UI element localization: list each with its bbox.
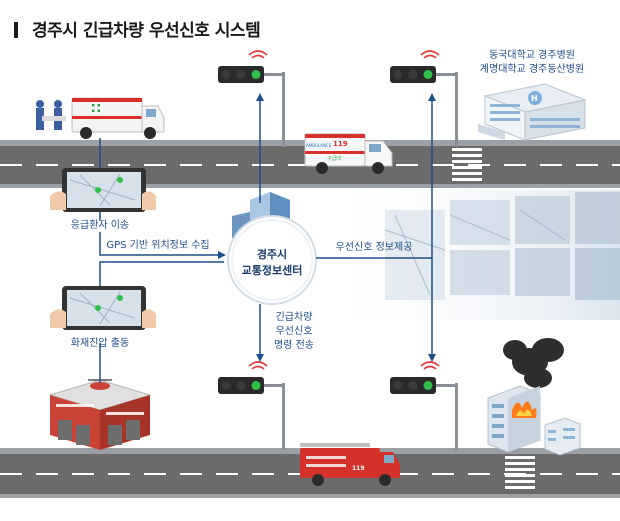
label-fire-dispatch: 화재진압 출동 xyxy=(71,336,129,349)
label-command-line2: 우선신호 xyxy=(276,325,313,337)
label-hospital-line1: 동국대학교 경주병원 xyxy=(489,48,575,61)
ambulance-word: 구급대 xyxy=(327,155,341,162)
ambulance-patient-pickup xyxy=(36,97,165,139)
label-hospital-line2: 계명대학교 경주동산병원 xyxy=(480,62,584,75)
tablet-gps-bottom xyxy=(50,286,156,330)
label-gps-info: GPS 기반 위치정보 수집 xyxy=(106,238,209,251)
center-label-line2: 교통정보센터 xyxy=(242,263,303,277)
label-signal-info: 우선신호 정보제공 xyxy=(336,241,413,253)
wireless-icon xyxy=(248,50,268,59)
top-crosswalk xyxy=(452,148,482,181)
helipad-h: H xyxy=(531,94,538,103)
traffic-signal-top-left xyxy=(218,50,285,147)
traffic-signal-bottom-right xyxy=(390,361,458,450)
fire-station-building xyxy=(48,379,152,450)
traffic-signal-top-right xyxy=(390,50,458,147)
label-command-line1: 긴급차량 xyxy=(276,311,313,323)
paramedic-figures xyxy=(36,100,66,130)
wireless-icon xyxy=(420,361,440,370)
wireless-icon xyxy=(420,50,440,59)
flow-arrows xyxy=(99,93,436,383)
wireless-icon xyxy=(248,361,268,370)
bottom-crosswalk xyxy=(505,456,535,489)
tablet-gps-top xyxy=(50,168,156,212)
hospital-building: H xyxy=(478,83,587,141)
fire-truck: 119 xyxy=(300,443,400,486)
ambulance-number: 119 xyxy=(333,140,348,148)
fire-flames xyxy=(512,401,537,418)
connector-fire-tablet xyxy=(99,261,224,286)
title-text: 경주시 긴급차량 우선신호 시스템 xyxy=(32,21,261,41)
traffic-center-node: 경주시 교통정보센터 xyxy=(227,215,317,305)
label-patient-transfer: 응급환자 이송 xyxy=(71,219,129,231)
burning-building xyxy=(487,338,581,456)
ambulance-brand: AMBULANCE xyxy=(306,143,332,148)
ambulance-on-road: 119 구급대 AMBULANCE xyxy=(304,133,393,174)
monitoring-screens xyxy=(320,190,620,320)
arrow-gps-to-center xyxy=(99,232,226,259)
smoke-plume xyxy=(503,338,564,388)
page-title: 경주시 긴급차량 우선신호 시스템 xyxy=(14,16,261,41)
traffic-signal-bottom-left xyxy=(218,361,285,450)
center-label-line1: 경주시 xyxy=(257,247,287,261)
label-command-line3: 명령 전송 xyxy=(274,339,314,351)
title-bar xyxy=(14,22,18,38)
fire-truck-number: 119 xyxy=(352,465,365,472)
